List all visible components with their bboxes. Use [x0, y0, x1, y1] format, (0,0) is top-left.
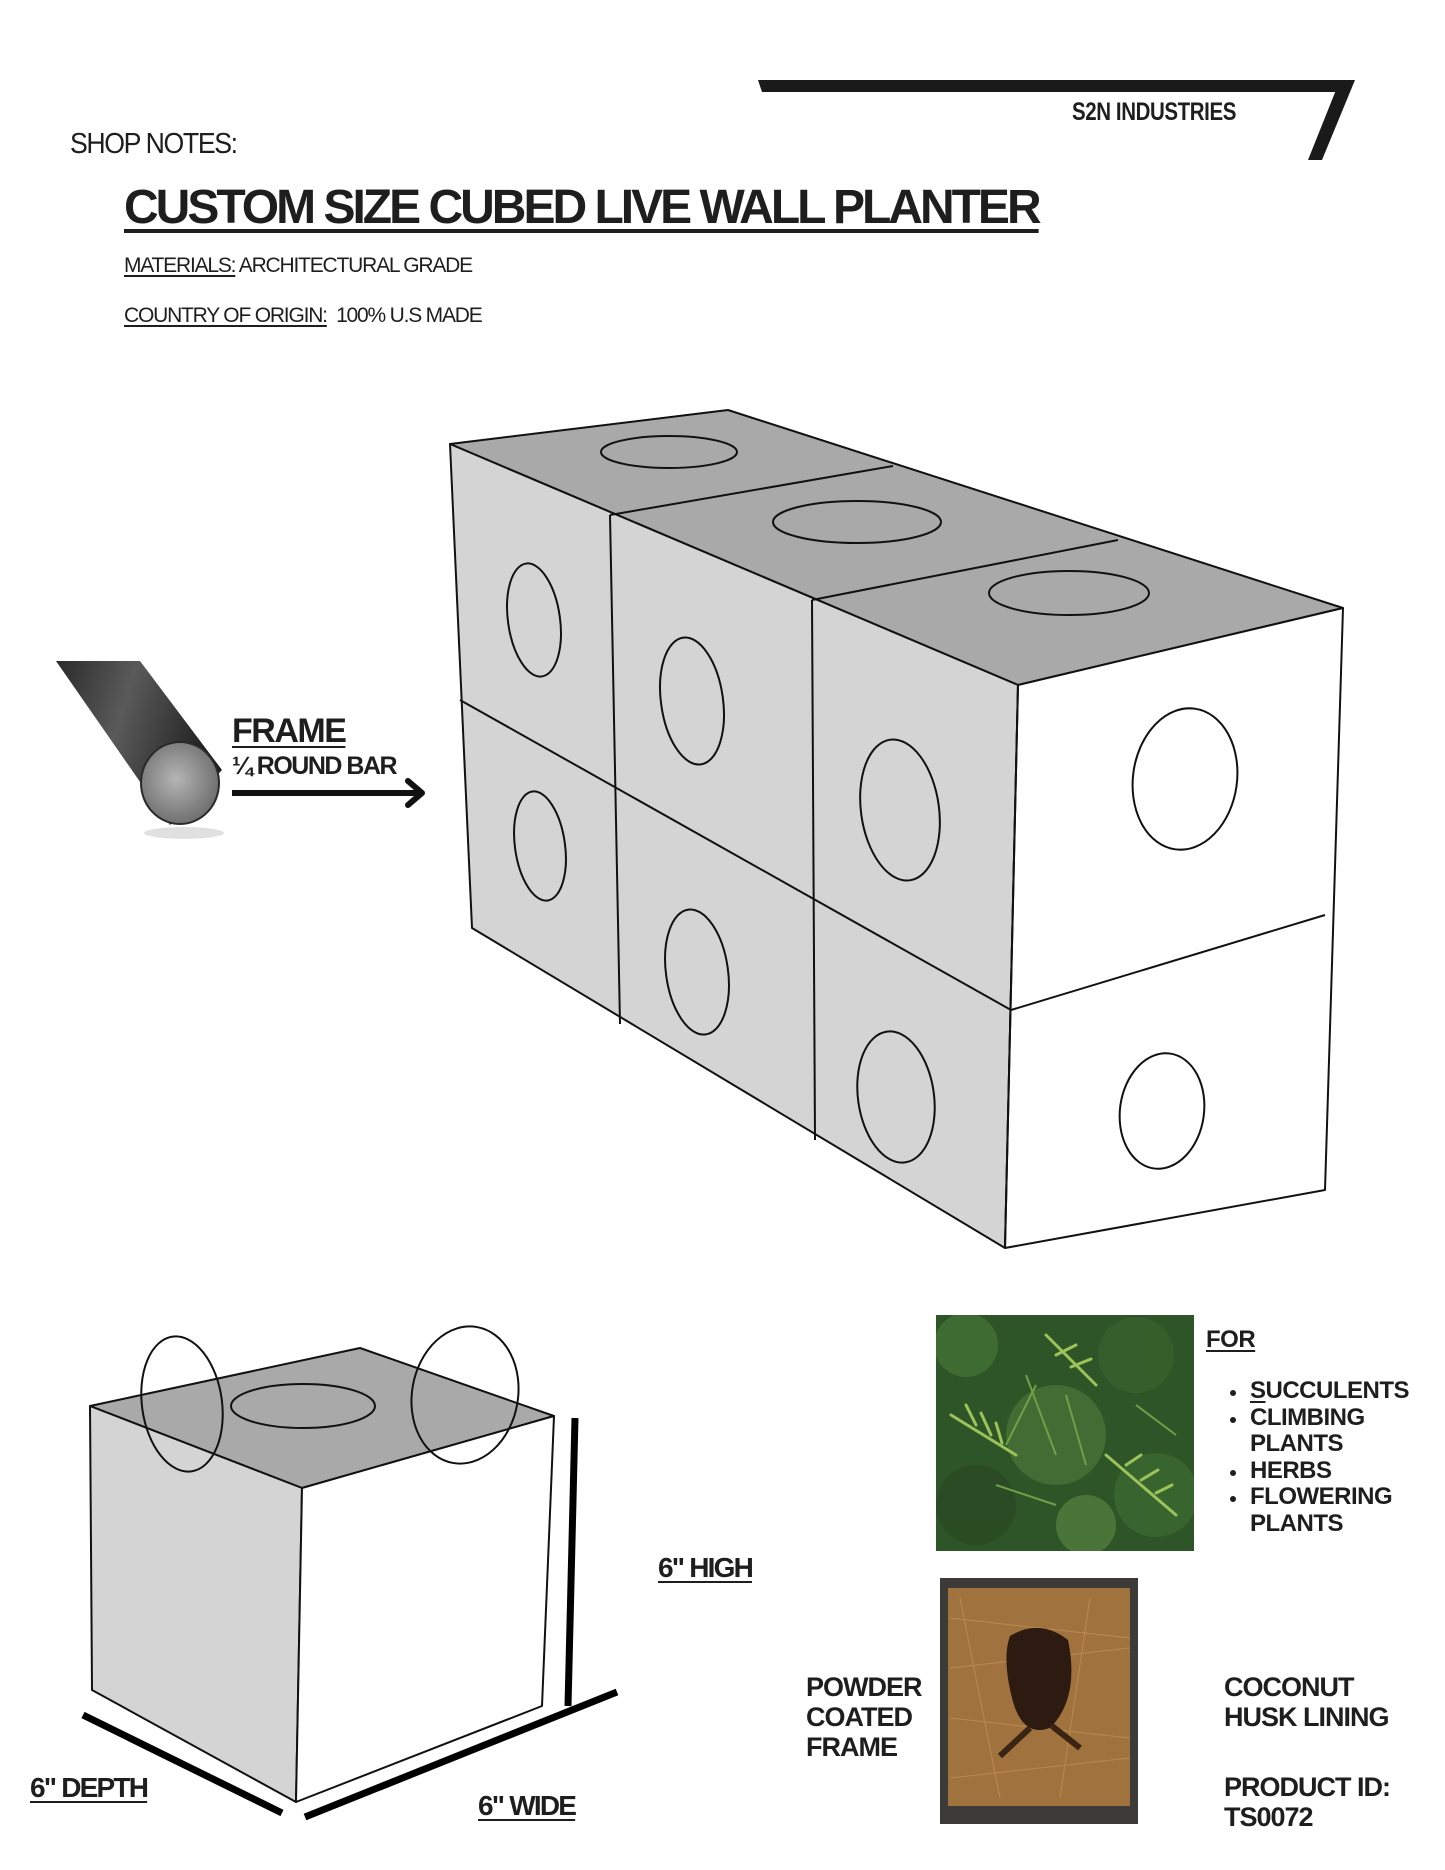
- product-id: PRODUCT ID: TS0072: [1224, 1772, 1424, 1832]
- planter-assembly-drawing: [449, 409, 1344, 1249]
- header-bracket: [758, 80, 1355, 160]
- product-id-label: PRODUCT ID:: [1224, 1772, 1391, 1802]
- page-title: CUSTOM SIZE CUBED LIVE WALL PLANTER: [124, 181, 1042, 234]
- shop-notes-heading: SHOP NOTES:: [70, 128, 238, 160]
- brand-name: S2N INDUSTRIES: [1072, 98, 1236, 126]
- list-item: FLOWERING PLANTS: [1248, 1483, 1393, 1537]
- materials-key: MATERIALS:: [124, 254, 237, 277]
- plant-use-list: SUCCULENTS CLIMBING PLANTS HERBS FLOWERI…: [1222, 1377, 1410, 1537]
- for-label: FOR: [1206, 1326, 1256, 1353]
- list-item: SUCCULENTS: [1248, 1377, 1410, 1405]
- product-id-value: TS0072: [1224, 1802, 1314, 1832]
- powder-coated-frame-label: POWDER COATED FRAME: [806, 1672, 923, 1762]
- round-bar-image: [56, 661, 224, 839]
- frame-sub-label: ¼ ROUND BAR: [232, 752, 398, 780]
- dimension-depth: 6" DEPTH: [30, 1772, 149, 1803]
- coconut-husk-lining-image: [940, 1578, 1138, 1824]
- single-cube-drawing: [81, 1325, 619, 1820]
- dimension-high: 6" HIGH: [658, 1552, 754, 1583]
- origin-value: 100% U.S MADE: [326, 304, 483, 327]
- arrow-right-icon: [232, 778, 425, 808]
- materials-line: MATERIALS: ARCHITECTURAL GRADE: [124, 254, 473, 278]
- coconut-lining-label: COCONUT HUSK LINING: [1224, 1672, 1390, 1732]
- materials-value: ARCHITECTURAL GRADE: [235, 254, 473, 277]
- frame-label: FRAME: [232, 712, 347, 750]
- origin-line: COUNTRY OF ORIGIN: 100% U.S MADE: [124, 304, 483, 328]
- dimension-wide: 6" WIDE: [478, 1790, 577, 1821]
- list-item: CLIMBING PLANTS: [1248, 1404, 1370, 1458]
- list-item: HERBS: [1248, 1457, 1409, 1485]
- origin-key: COUNTRY OF ORIGIN:: [124, 304, 328, 327]
- living-wall-plants-image: [936, 1315, 1194, 1551]
